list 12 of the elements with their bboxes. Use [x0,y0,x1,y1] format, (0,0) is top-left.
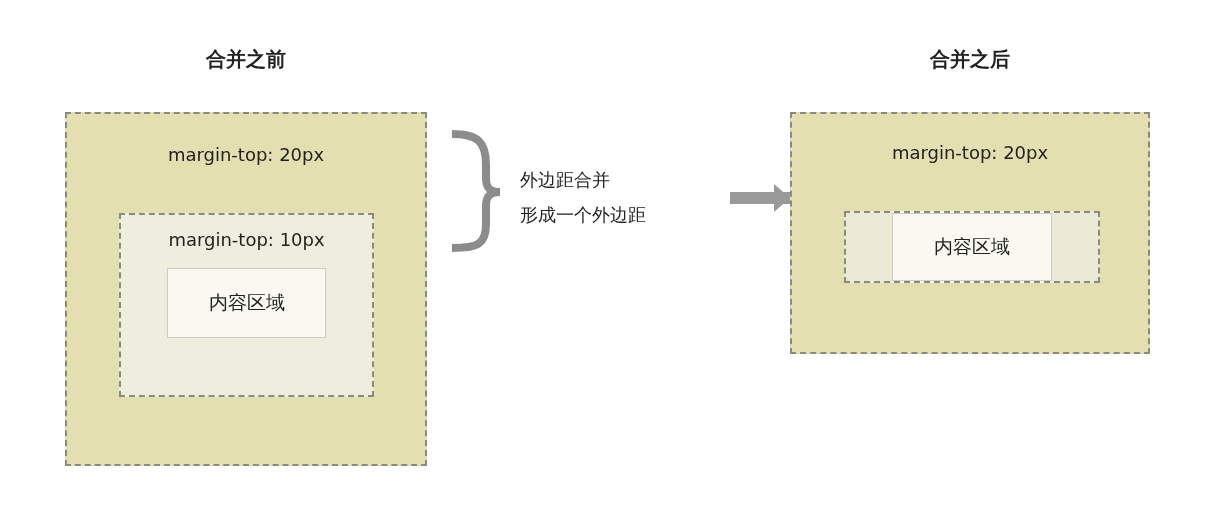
annotation-text: 形成一个外边距 [520,203,647,227]
margin-label: margin-top: 10px [167,229,326,250]
margin-box [844,211,1100,283]
content-box: 内容区域 [167,268,326,338]
margin-label: margin-top: 20px [890,142,1050,163]
content-box: 内容区域 [892,213,1052,281]
panel-title: 合并之后 [929,46,1011,73]
margin-box [119,213,374,397]
panel-title: 合并之前 [205,46,287,73]
annotation-text: 外边距合并 [520,168,611,192]
margin-label: margin-top: 20px [166,144,326,165]
arrow [730,184,790,212]
